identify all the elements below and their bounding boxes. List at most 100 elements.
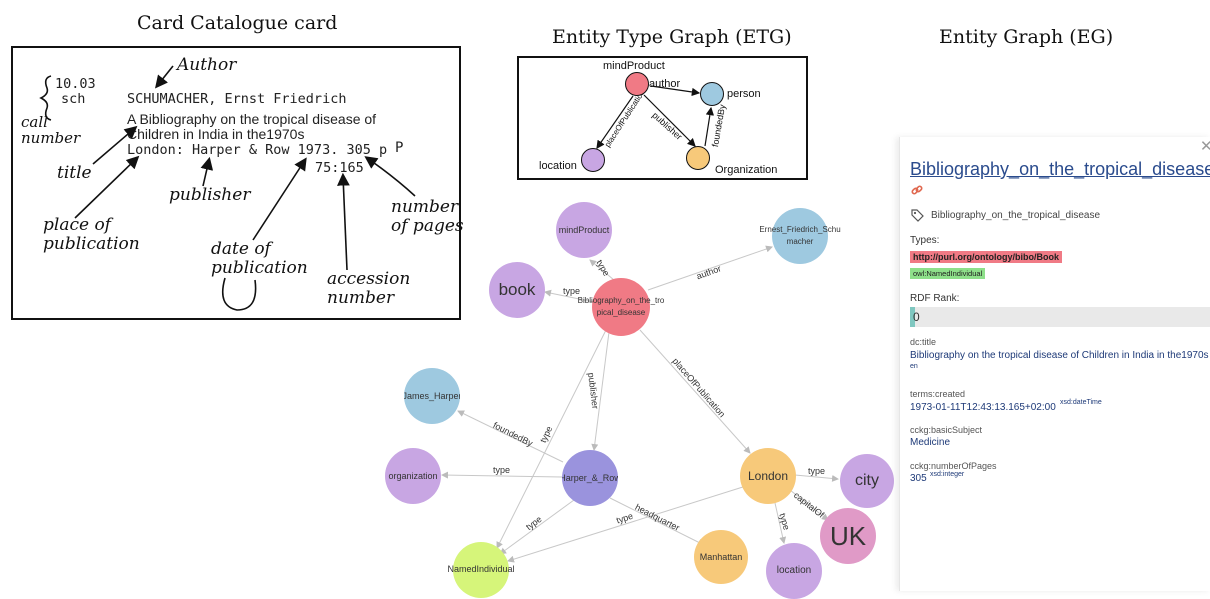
eg-edge-london-namedindividual [507, 485, 747, 563]
type-badge-named-individual[interactable]: owl:NamedIndividual [910, 268, 986, 279]
etg-node-label-location: location [539, 160, 577, 172]
etg-node-location[interactable] [581, 148, 605, 172]
eg-node-label: book [498, 280, 536, 299]
etg-node-label-organization: Organization [715, 164, 778, 176]
eg-node-organization[interactable]: organization [385, 448, 441, 504]
eg-node-james-harper[interactable]: James_Harper [404, 368, 460, 424]
card-title-line2: Children in India in the1970s [127, 126, 305, 142]
etg-heading: Entity Type Graph (ETG) [552, 26, 792, 48]
eg-edge-london-uk [789, 489, 829, 521]
eg-edge-harper-organization [441, 471, 563, 479]
prop-title-value: Bibliography on the tropical disease of … [910, 350, 1209, 361]
eg-node-bibliography[interactable]: Bibliography_on_the_tro pical_disease [578, 278, 664, 336]
etg-edges [596, 85, 715, 149]
rdf-rank-bar: 0 [910, 307, 1210, 327]
annotation-publisher: publisher [169, 185, 251, 205]
annotation-author: Author [177, 55, 237, 75]
eg-node-label: NamedIndividual [447, 564, 515, 574]
etg-node-person[interactable] [700, 82, 724, 106]
annotation-date-of-publication: date of publication [211, 239, 308, 278]
eg-label-type-city: type [808, 466, 826, 476]
etg-node-label-mindproduct: mindProduct [603, 60, 665, 72]
eg-edge-book-namedindividual [496, 329, 607, 549]
publisher-arrow [200, 156, 214, 187]
eg-edge-book-publisher [591, 331, 610, 451]
card-call-number-line1: 10.03 [55, 76, 96, 92]
prop-title-lang: en [910, 363, 918, 370]
eg-edge-book-mindproduct [589, 259, 615, 281]
panel-title[interactable]: Bibliography_on_the_tropical_disease [910, 159, 1210, 179]
prop-pages-value: 305 [910, 473, 927, 484]
eg-node-schumacher[interactable]: Ernest_Friedrich_Schu macher [759, 208, 841, 264]
eg-label-type-organization: type [493, 465, 511, 475]
card-publication-line: London: Harper & Row 1973. 305 p [127, 142, 388, 158]
etg-node-label-person: person [727, 88, 761, 100]
eg-node-manhattan[interactable]: Manhattan [694, 530, 748, 584]
card-author: SCHUMACHER, Ernst Friedrich [127, 91, 347, 107]
prop-pages-key: cckg:numberOfPages [910, 461, 997, 471]
eg-node-book[interactable]: book [489, 262, 545, 318]
details-panel: ✕ Bibliography_on_the_tropical_disease B… [899, 137, 1210, 591]
etg-node-mindproduct[interactable] [625, 72, 649, 96]
card-letter-p: P [395, 140, 404, 156]
entity-type-graph: author publisher placeOfPublication foun… [517, 56, 808, 180]
eg-node-label: James_Harper [404, 391, 460, 401]
etg-edge-place-of-publication [596, 95, 634, 149]
circle-doodle [221, 277, 257, 311]
etg-node-organization[interactable] [686, 146, 710, 170]
eg-edge-london-location [774, 502, 787, 544]
eg-node-location[interactable]: location [766, 543, 822, 599]
eg-node-label: mindProduct [558, 225, 610, 235]
card-annotation-arrows [39, 65, 416, 311]
eg-node-label: organization [388, 471, 438, 481]
rdf-rank-value: 0 [913, 310, 920, 324]
panel-label: Bibliography_on_the_tropical_disease [931, 210, 1101, 221]
eg-edge-book-author [647, 245, 773, 291]
link-icon[interactable] [911, 183, 923, 195]
eg-node-label: city [855, 472, 879, 489]
etg-edge-founded-by [704, 106, 715, 147]
annotation-call-number: call number [21, 113, 81, 147]
eg-node-label: Ernest_Friedrich_Schu macher [759, 225, 841, 246]
card-catalogue-card: 10.03 sch SCHUMACHER, Ernst Friedrich A … [11, 46, 464, 320]
eg-label-type-book: type [563, 286, 581, 296]
close-icon[interactable]: ✕ [1200, 137, 1210, 155]
annotation-accession-number: accession number [327, 269, 411, 308]
prop-pages-type: xsd:integer [930, 471, 965, 478]
tag-icon [911, 209, 924, 222]
eg-node-label: Manhattan [699, 552, 743, 562]
eg-node-uk[interactable]: UK [820, 508, 876, 564]
card-accession: 75:165 [315, 160, 364, 176]
eg-node-namedindividual[interactable]: NamedIndividual [447, 542, 515, 598]
eg-node-label: location [776, 565, 812, 576]
call-number-brace [39, 75, 52, 121]
author-arrow [155, 65, 174, 89]
eg-node-mindproduct[interactable]: mindProduct [556, 202, 612, 258]
rdf-rank-label: RDF Rank: [910, 293, 960, 304]
eg-edge-harper-namedindividual [499, 499, 575, 555]
eg-heading: Entity Graph (EG) [939, 26, 1114, 48]
annotation-place-of-publication: place of publication [43, 215, 140, 254]
types-label: Types: [910, 235, 940, 246]
prop-created-value: 1973-01-11T12:43:13.165+02:00 [910, 402, 1056, 413]
eg-node-harper-row[interactable]: Harper_&_Row [562, 450, 618, 506]
date-arrow [252, 157, 307, 241]
prop-created-type: xsd:dateTime [1060, 399, 1102, 406]
card-call-number-line2: sch [61, 91, 86, 107]
type-badge-book[interactable]: http://purl.org/ontology/bibo/Book [910, 251, 1062, 263]
eg-edge-book-book [544, 289, 595, 303]
eg-edge-london-city [794, 474, 839, 482]
prop-created-key: terms:created [910, 389, 966, 399]
etg-edge-label-author: author [649, 78, 681, 90]
etg-edge-author [650, 85, 701, 97]
annotation-title: title [57, 163, 92, 183]
eg-node-city[interactable]: city [840, 454, 894, 508]
card-heading: Card Catalogue card [137, 12, 338, 34]
eg-node-london[interactable]: London [740, 448, 796, 504]
etg-edge-publisher [643, 94, 696, 147]
eg-node-label: London [747, 469, 789, 483]
accession-arrow [337, 172, 350, 271]
card-title-line1: A Bibliography on the tropical disease o… [127, 111, 377, 127]
eg-node-label: UK [829, 521, 867, 551]
